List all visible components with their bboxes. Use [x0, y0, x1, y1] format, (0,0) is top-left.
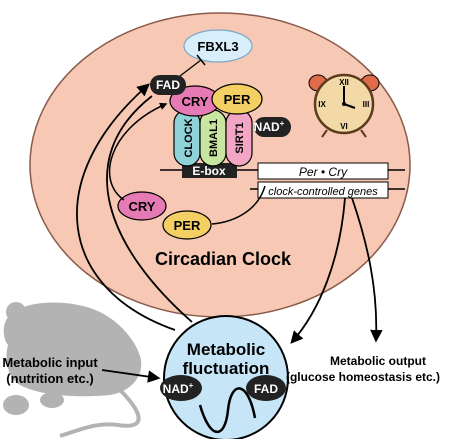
bmal1-protein-label: BMAL1	[208, 119, 220, 157]
nad-cell-label: NAD+	[254, 119, 285, 134]
metabolic-to-clock-arrow-outer	[76, 83, 176, 331]
nad-pill-cell	[254, 117, 291, 137]
ebox-box	[182, 163, 237, 178]
clock-numeral-iii: III	[363, 100, 370, 109]
ebox-label: E-box	[192, 164, 226, 178]
clock-protein-label: CLOCK	[183, 118, 195, 157]
metabolic-input-arrow	[101, 369, 161, 383]
fad-pill-cell	[150, 75, 186, 95]
metabolic-output-label-2: (glucose homeostasis etc.)	[286, 370, 440, 384]
metabolic-output-label-1: Metabolic output	[330, 354, 426, 368]
metabolic-fluctuation-title-2: fluctuation	[183, 359, 270, 378]
cry-free-label: CRY	[129, 199, 156, 214]
clock-numeral-ix: IX	[318, 100, 326, 109]
per-cry-gene-box	[257, 162, 389, 180]
metabolic-input-label-1: Metabolic input	[2, 355, 98, 370]
nad-pill-metabolic	[160, 375, 202, 401]
output-arrow-to-fluctuation	[290, 197, 346, 344]
per-cry-gene-label: Per • Cry	[299, 165, 348, 179]
fad-pill-metabolic	[246, 375, 286, 401]
nad-metabolic-label: NAD+	[163, 381, 194, 396]
clock-controlled-genes-label: clock-controlled genes	[268, 186, 378, 198]
metabolic-fluctuation-title-1: Metabolic	[187, 340, 265, 359]
gene-to-protein-arrow	[211, 185, 266, 225]
per-complex-label: PER	[224, 92, 251, 107]
sirt1-protein-label: SIRT1	[234, 122, 246, 153]
fad-cell-label: FAD	[156, 78, 180, 92]
metabolic-input-label-2: (nutrition etc.)	[6, 371, 93, 386]
alarm-clock-icon	[308, 73, 380, 138]
fluctuation-wave-icon	[198, 387, 257, 434]
cry-protein-free	[117, 191, 167, 221]
fbxl3-label: FBXL3	[197, 39, 238, 54]
clock-controlled-genes-box	[257, 181, 389, 199]
clock-numeral-vi: VI	[340, 122, 348, 131]
fad-inhibits-fbxl3	[179, 59, 202, 77]
cry-complex-label: CRY	[182, 94, 209, 109]
metabolic-to-clock-arrow-inner	[106, 95, 193, 323]
output-arrow-to-metabolic-output	[351, 197, 383, 343]
clock-numeral-xii: XII	[339, 78, 349, 87]
fbxl3-protein	[183, 29, 253, 63]
per-free-label: PER	[174, 218, 201, 233]
per-protein-free	[162, 210, 212, 240]
per-protein-complex	[211, 83, 263, 115]
circadian-clock-title: Circadian Clock	[155, 249, 292, 269]
fad-metabolic-label: FAD	[254, 382, 278, 396]
feedback-arrow	[108, 102, 168, 201]
inhibition-bar	[196, 54, 206, 66]
mouse-icon	[3, 302, 142, 438]
